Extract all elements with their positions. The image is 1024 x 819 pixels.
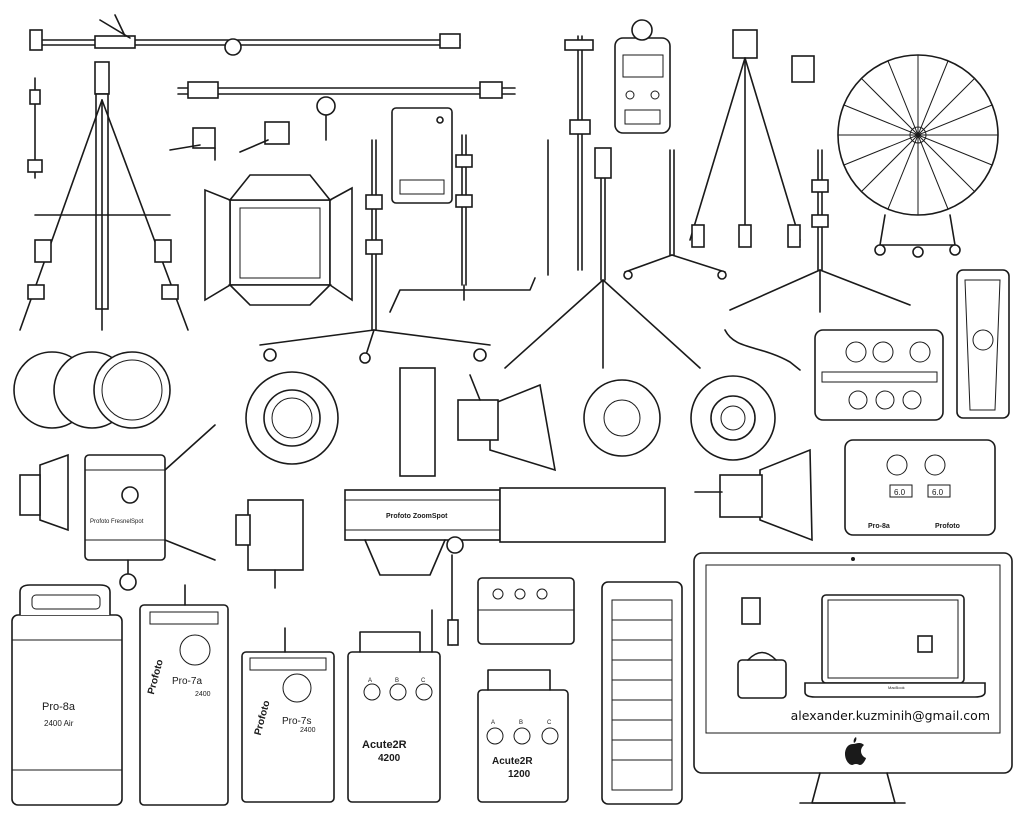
parabolic-umbrella [837,54,999,258]
pro8a-spec-label: 2400 Air [44,719,74,728]
acute1200-model-label: Acute2R [492,756,533,767]
light-meter [614,19,671,134]
acute1200-port-c: C [547,720,552,726]
pro8-pack-brand-label: Profoto [935,523,960,530]
fresnel-spot-light: Profoto FresnelSpot [19,424,216,591]
acute2r-1200: A B C Acute2R 1200 [477,669,569,803]
zoomspot-brand-label: Profoto ZoomSpot [386,513,448,520]
grip-arm-left [27,77,43,179]
pro7a-spec-label: 2400 [195,691,211,698]
light-stand-right [729,149,911,313]
acute4200-model-label: Acute2R [362,739,407,751]
control-box [477,577,575,645]
adapter-plate-2 [583,379,661,457]
pro7s-spec-label: 2400 [300,727,316,734]
acute1200-port-b: B [519,720,523,726]
pro7a-model-label: Pro-7a [172,676,202,687]
flex-arm [724,329,801,371]
reflector-head-right [694,448,813,542]
acute4200-port-a: A [368,678,372,684]
c-stand [259,139,491,364]
display-b: 6.0 [932,488,944,497]
spot-head [457,374,557,472]
display-a: 6.0 [894,488,906,497]
honeycomb-grids [13,351,171,429]
mac-pro-tower [601,581,683,805]
pro8a-generator: Pro-8a 2400 Air [11,584,123,806]
pro7s-generator: Profoto Pro-7s 2400 [241,627,335,803]
acute2r-4200: A B C Acute2R 4200 [347,609,441,803]
century-stand [389,134,536,313]
laptop-brand-label: MacBook [888,685,905,690]
acute1200-spec-label: 1200 [508,769,531,780]
panel-light [391,107,453,204]
laptop: MacBook [804,594,986,698]
pro8a-model-label: Pro-8a [42,701,76,713]
pro8-pack-panel [814,329,944,421]
fresnel-brand-label: Profoto FresnelSpot [90,519,144,525]
adapter-plate-1 [245,371,339,465]
low-stand [623,149,727,280]
adapter-plate-3 [690,375,776,461]
ball-heads [169,121,290,161]
acute4200-spec-label: 4200 [378,753,401,764]
pro7s-model-label: Pro-7s [282,716,311,727]
pro8-control-panel: 6.0 6.0 Pro-8a Profoto [844,439,996,536]
bag-and-clamps [737,597,933,699]
pro7a-generator: Profoto Pro-7a 2400 [139,584,229,806]
boom-arm-top [29,14,461,56]
zoom-spot: Profoto ZoomSpot [344,367,666,646]
mini-spot [235,499,304,589]
boom-arm-middle [177,81,516,141]
acute4200-port-c: C [421,678,426,684]
tripod-stand-left [19,61,189,331]
tripod-camera [689,29,801,248]
reflector-panel [956,269,1010,419]
tall-stand [547,35,594,276]
contact-email[interactable]: alexander.kuzminih@gmail.com [790,708,990,723]
acute4200-port-b: B [395,678,399,684]
apple-logo-icon [845,737,866,765]
sd-card [791,55,815,83]
light-stand-center [504,147,701,369]
acute1200-port-a: A [491,720,495,726]
barn-doors [204,174,353,306]
pro8-pack-model-label: Pro-8a [868,523,890,530]
